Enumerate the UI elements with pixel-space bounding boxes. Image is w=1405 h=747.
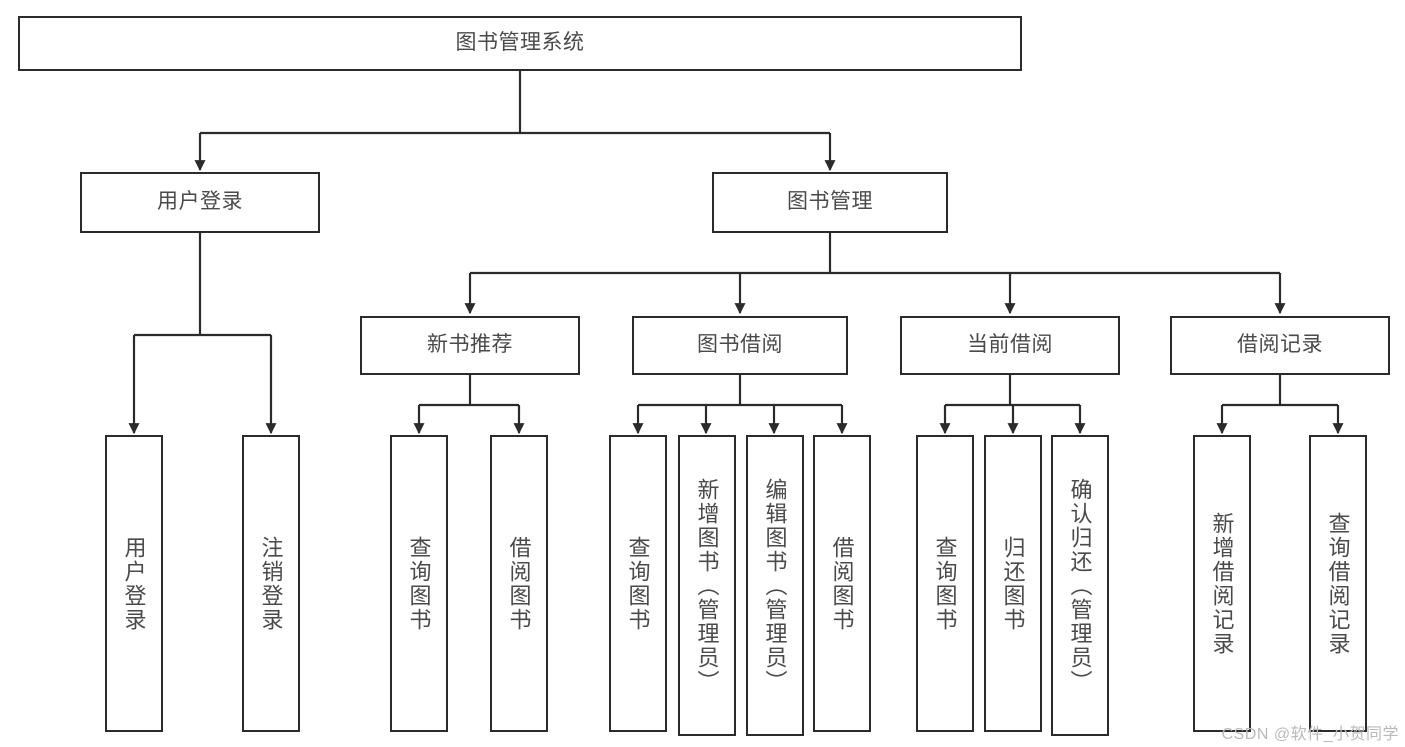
node-leaf-confirm-return-label: 确认归还（管理员） bbox=[1067, 477, 1093, 694]
node-leaf-add-record[interactable]: 新增借阅记录 bbox=[1193, 435, 1251, 732]
node-leaf-query-record-label: 查询借阅记录 bbox=[1325, 511, 1351, 656]
node-current-borrow[interactable]: 当前借阅 bbox=[900, 316, 1120, 375]
node-leaf-borrow-book-2[interactable]: 借阅图书 bbox=[813, 435, 871, 732]
node-leaf-borrow-book-1[interactable]: 借阅图书 bbox=[490, 435, 548, 732]
node-current-borrow-label: 当前借阅 bbox=[967, 333, 1053, 357]
node-leaf-query-book-1[interactable]: 查询图书 bbox=[390, 435, 448, 732]
node-leaf-return-book[interactable]: 归还图书 bbox=[984, 435, 1042, 732]
node-new-book-recommend-label: 新书推荐 bbox=[427, 333, 513, 357]
node-book-borrow-label: 图书借阅 bbox=[697, 333, 783, 357]
node-leaf-add-book-label: 新增图书（管理员） bbox=[694, 477, 720, 694]
node-leaf-query-record[interactable]: 查询借阅记录 bbox=[1309, 435, 1367, 732]
node-leaf-query-book-2[interactable]: 查询图书 bbox=[609, 435, 667, 732]
node-user-login[interactable]: 用户登录 bbox=[80, 172, 320, 233]
node-leaf-edit-book[interactable]: 编辑图书（管理员） bbox=[746, 435, 804, 736]
node-leaf-query-book-1-label: 查询图书 bbox=[406, 535, 432, 632]
node-leaf-user-login-label: 用户登录 bbox=[121, 535, 147, 632]
node-leaf-user-login[interactable]: 用户登录 bbox=[105, 435, 163, 732]
node-leaf-query-book-3[interactable]: 查询图书 bbox=[916, 435, 974, 732]
node-leaf-confirm-return[interactable]: 确认归还（管理员） bbox=[1051, 435, 1109, 736]
node-borrow-record[interactable]: 借阅记录 bbox=[1170, 316, 1390, 375]
node-user-login-label: 用户登录 bbox=[157, 190, 243, 214]
node-leaf-add-record-label: 新增借阅记录 bbox=[1209, 511, 1235, 656]
node-leaf-add-book[interactable]: 新增图书（管理员） bbox=[678, 435, 736, 736]
node-root-label: 图书管理系统 bbox=[455, 31, 585, 55]
node-root[interactable]: 图书管理系统 bbox=[18, 16, 1022, 71]
node-leaf-edit-book-label: 编辑图书（管理员） bbox=[762, 477, 788, 694]
node-leaf-borrow-book-1-label: 借阅图书 bbox=[506, 535, 532, 632]
node-leaf-return-book-label: 归还图书 bbox=[1000, 535, 1026, 632]
csdn-watermark: CSDN @软件_小贺同学 bbox=[1221, 726, 1399, 743]
node-leaf-borrow-book-2-label: 借阅图书 bbox=[829, 535, 855, 632]
node-book-manage-label: 图书管理 bbox=[787, 190, 873, 214]
node-new-book-recommend[interactable]: 新书推荐 bbox=[360, 316, 580, 375]
node-leaf-user-logout[interactable]: 注销登录 bbox=[242, 435, 300, 732]
node-book-manage[interactable]: 图书管理 bbox=[712, 172, 948, 233]
node-leaf-query-book-3-label: 查询图书 bbox=[932, 535, 958, 632]
node-leaf-user-logout-label: 注销登录 bbox=[258, 535, 284, 632]
node-borrow-record-label: 借阅记录 bbox=[1237, 333, 1323, 357]
node-leaf-query-book-2-label: 查询图书 bbox=[625, 535, 651, 632]
node-book-borrow[interactable]: 图书借阅 bbox=[632, 316, 848, 375]
